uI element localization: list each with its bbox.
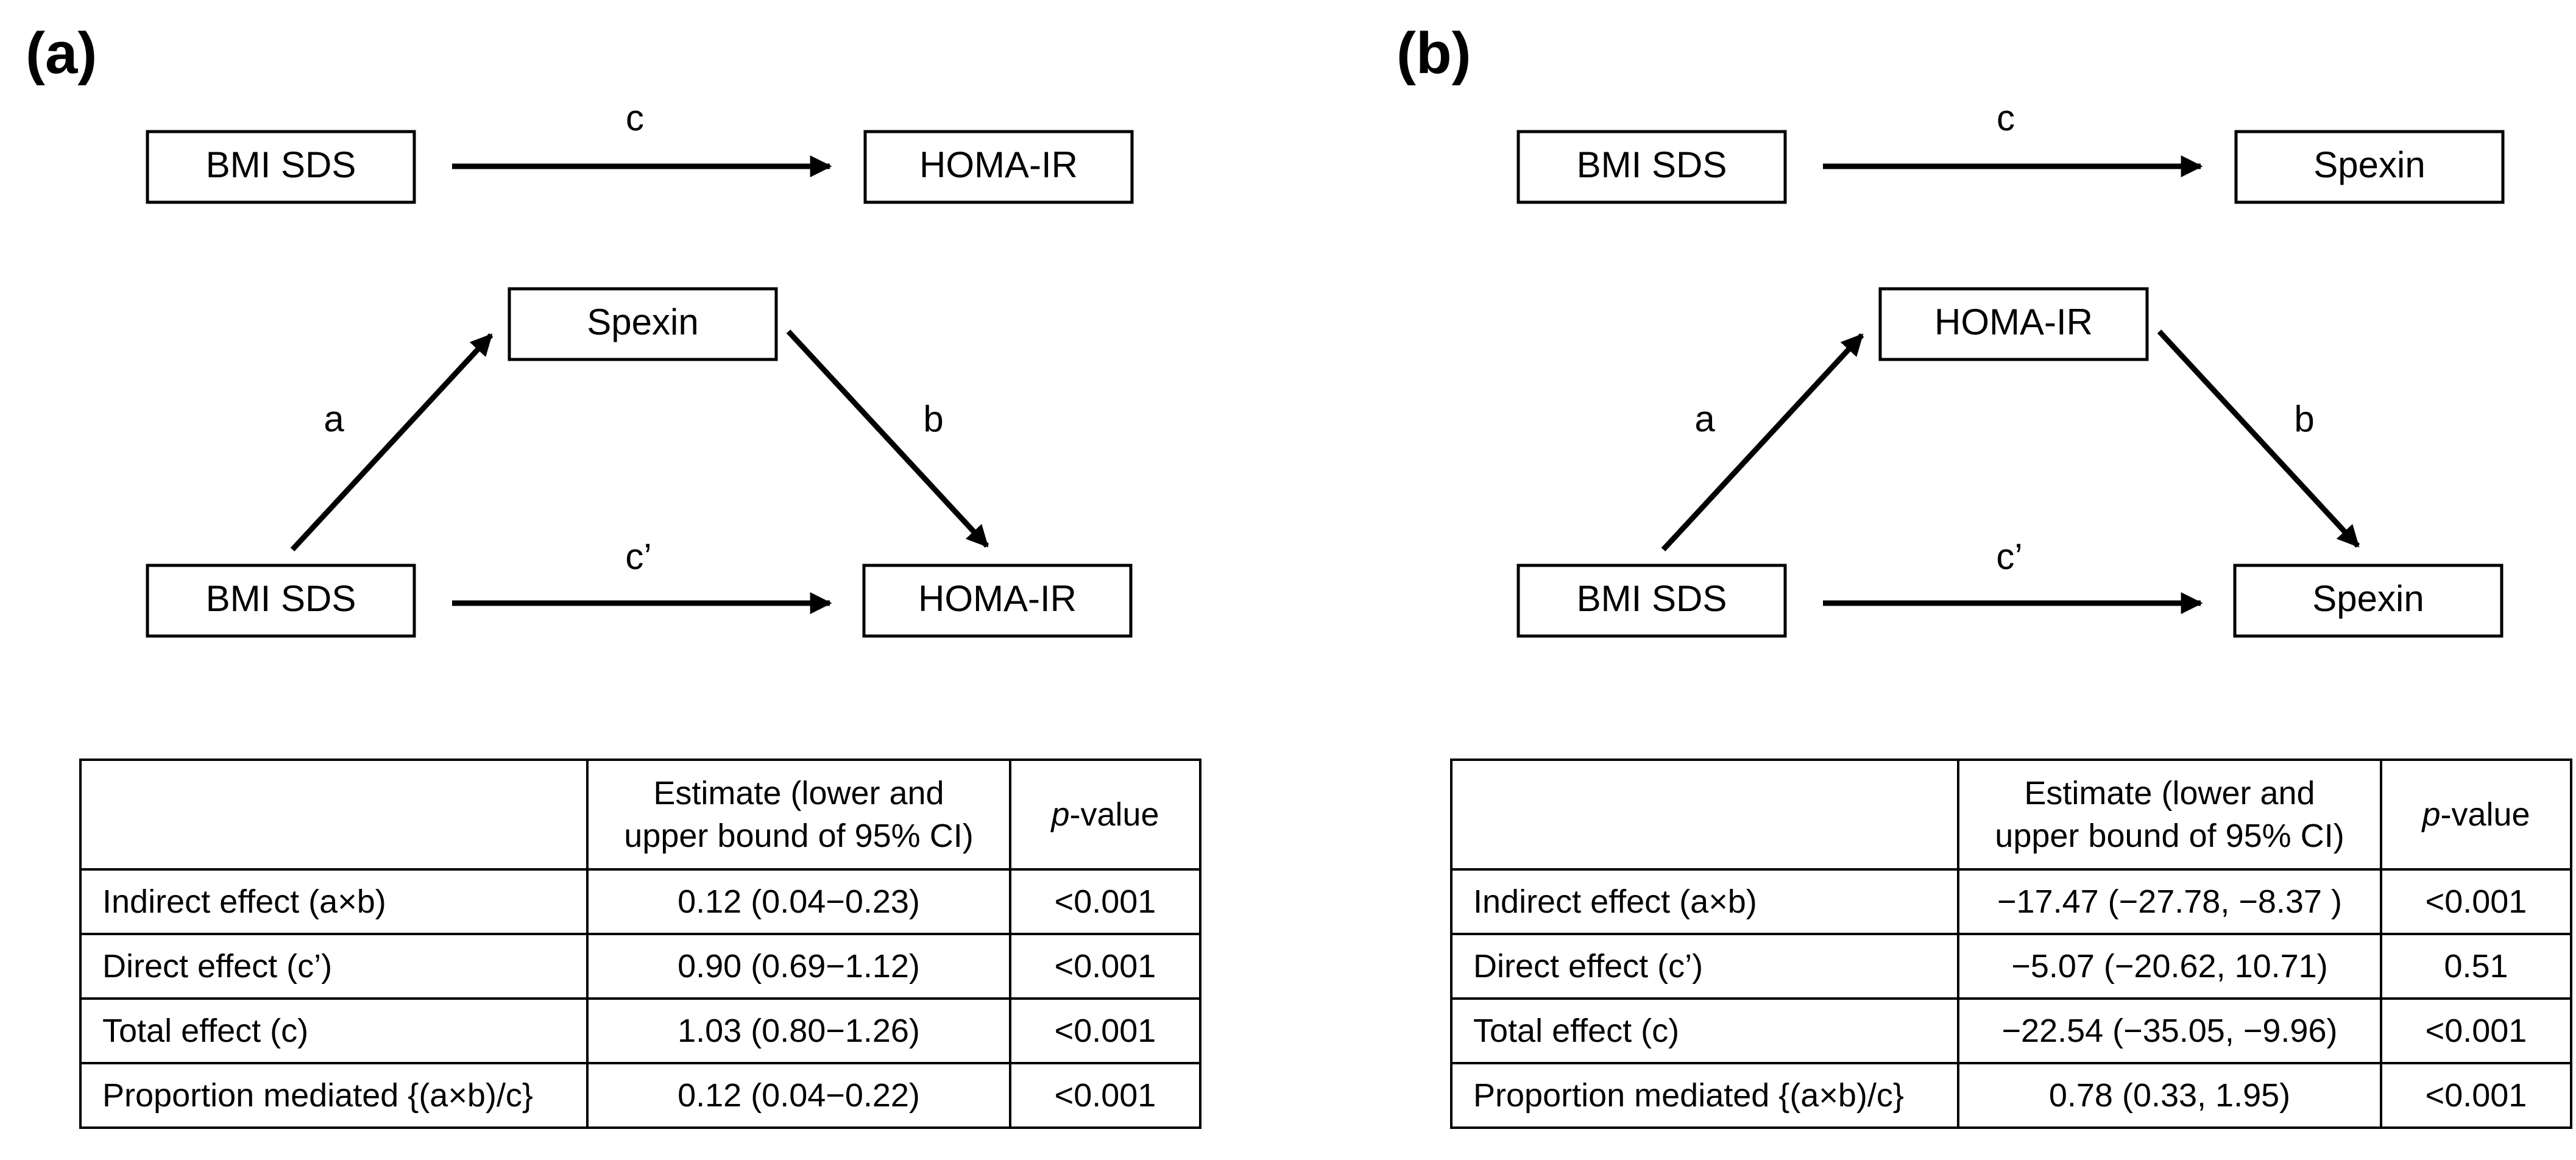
panel-b: (b) BMI SDS c Spexin HOMA-IR a b [1371,0,2576,1160]
row-estimate: 0.90 (0.69−1.12) [586,933,1011,1000]
mediation-diagram: BMI SDS c Spexin HOMA-IR a b BMI SDS c’ … [1516,97,2505,638]
row-estimate: 0.12 (0.04−0.22) [586,1062,1011,1129]
mediation-diagram: BMI SDS c HOMA-IR Spexin a b BMI SDS c’ … [146,97,1134,638]
header-p-value: p-value [1009,759,1201,871]
node-bottom-right: Spexin [2233,564,2503,638]
edge-c-label: c [626,97,644,138]
results-table: Estimate (lower and upper bound of 95% C… [79,759,1201,1129]
row-label: Proportion mediated {(a×b)/c} [1450,1062,1959,1129]
row-estimate: −17.47 (−27.78, −8.37 ) [1957,868,2382,935]
node-bottom-right: HOMA-IR [862,564,1133,638]
edge-a-arrow [290,333,494,552]
node-bottom-left: BMI SDS [146,564,416,638]
row-label: Proportion mediated {(a×b)/c} [79,1062,589,1129]
header-estimate: Estimate (lower and upper bound of 95% C… [586,759,1011,871]
node-label: Spexin [2312,578,2424,619]
row-p-value: <0.001 [2380,997,2572,1064]
row-estimate: −5.07 (−20.62, 10.71) [1957,933,2382,1000]
node-label: HOMA-IR [918,578,1077,619]
node-mediator: Spexin [508,287,778,361]
edge-c-prime-label: c’ [1996,536,2022,577]
edge-a-arrow [1661,333,1864,552]
panel-label: (b) [1396,21,1471,86]
table-header-row: Estimate (lower and upper bound of 95% C… [79,759,1201,871]
row-label: Total effect (c) [79,997,589,1064]
node-label: HOMA-IR [1934,302,2093,342]
row-label: Direct effect (c’) [79,933,589,1000]
table-row: Direct effect (c’) 0.90 (0.69−1.12) <0.0… [79,933,1201,1000]
edge-a-label: a [324,398,344,439]
node-top-left: BMI SDS [1516,130,1787,204]
row-label: Direct effect (c’) [1450,933,1959,1000]
row-p-value: <0.001 [2380,1062,2572,1129]
node-label: BMI SDS [206,578,356,619]
table-header-row: Estimate (lower and upper bound of 95% C… [1450,759,2572,871]
row-label: Total effect (c) [1450,997,1959,1064]
node-label: BMI SDS [1577,144,1727,185]
results-table: Estimate (lower and upper bound of 95% C… [1450,759,2572,1129]
row-p-value: <0.001 [1009,868,1201,935]
edge-b-arrow [2157,329,2360,548]
node-top-right: HOMA-IR [863,130,1134,204]
table-row: Indirect effect (a×b) −17.47 (−27.78, −8… [1450,868,2572,935]
table-row: Total effect (c) 1.03 (0.80−1.26) <0.001 [79,997,1201,1064]
edge-c-prime-label: c’ [625,536,651,577]
row-estimate: −22.54 (−35.05, −9.96) [1957,997,2382,1064]
header-p-italic: p [2422,796,2441,833]
row-estimate: 0.78 (0.33, 1.95) [1957,1062,2382,1129]
node-label: Spexin [2313,144,2425,185]
header-p-italic: p [1051,796,1070,833]
row-label: Indirect effect (a×b) [79,868,589,935]
node-mediator: HOMA-IR [1878,287,2149,361]
edge-b-label: b [2294,398,2314,439]
edge-a-label: a [1694,398,1715,439]
row-estimate: 1.03 (0.80−1.26) [586,997,1011,1064]
table-row: Proportion mediated {(a×b)/c} 0.12 (0.04… [79,1062,1201,1129]
row-label: Indirect effect (a×b) [1450,868,1959,935]
table-row: Direct effect (c’) −5.07 (−20.62, 10.71)… [1450,933,2572,1000]
panel-a: (a) BMI SDS c HOMA-IR Spexin a b [26,21,1201,1129]
header-p-value: p-value [2380,759,2572,871]
row-p-value: <0.001 [1009,933,1201,1000]
node-label: BMI SDS [1577,578,1727,619]
header-p-rest: -value [2440,796,2530,833]
node-top-right: Spexin [2234,130,2505,204]
row-p-value: <0.001 [1009,1062,1201,1129]
row-estimate: 0.12 (0.04−0.23) [586,868,1011,935]
node-label: HOMA-IR [919,144,1078,185]
node-label: Spexin [587,302,698,342]
edge-c-label: c [1997,97,2015,138]
edge-b-arrow [786,329,989,548]
table-row: Proportion mediated {(a×b)/c} 0.78 (0.33… [1450,1062,2572,1129]
node-top-left: BMI SDS [146,130,416,204]
header-label [1450,759,1959,871]
row-p-value: 0.51 [2380,933,2572,1000]
row-p-value: <0.001 [1009,997,1201,1064]
header-estimate: Estimate (lower and upper bound of 95% C… [1957,759,2382,871]
panel-label: (a) [26,21,97,86]
header-label [79,759,589,871]
edge-b-label: b [923,398,943,439]
node-bottom-left: BMI SDS [1516,564,1787,638]
row-p-value: <0.001 [2380,868,2572,935]
header-p-rest: -value [1069,796,1159,833]
node-label: BMI SDS [206,144,356,185]
table-row: Total effect (c) −22.54 (−35.05, −9.96) … [1450,997,2572,1064]
table-row: Indirect effect (a×b) 0.12 (0.04−0.23) <… [79,868,1201,935]
